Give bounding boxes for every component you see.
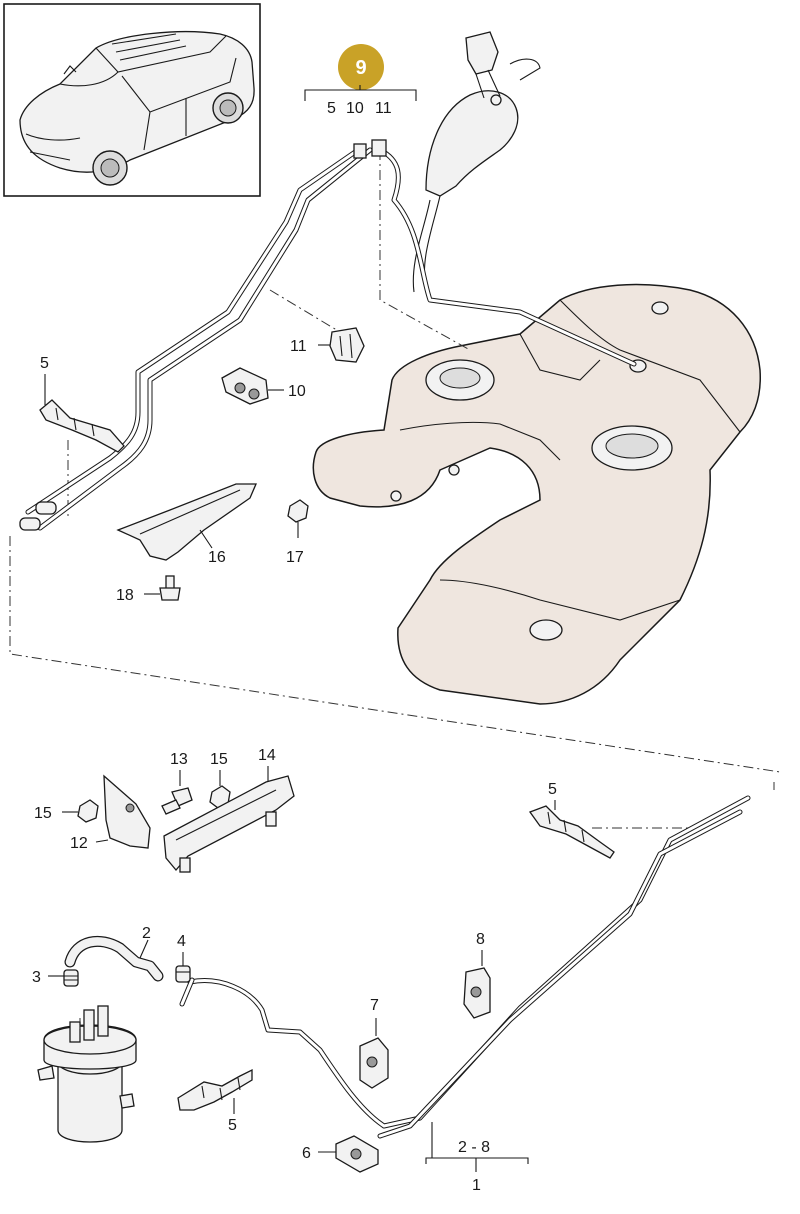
car-thumbnail-icon [3,3,261,197]
hose-2 [64,935,164,982]
pipe-holder-7 [359,1037,389,1089]
pipe-clip-11 [329,327,365,363]
bottom-bracket [425,1157,529,1172]
heat-shield-16 [116,483,257,561]
nut-15-left [77,799,99,823]
pipe-clip-5-bottom [177,1068,253,1111]
top-bracket [304,85,417,101]
callout-5-right: 5 [548,781,557,798]
callout-6: 6 [302,1145,311,1162]
nut-17 [287,499,309,523]
bracket-bottom-range: 2 - 8 [458,1139,490,1156]
callout-17: 17 [286,549,304,566]
bolt-18 [159,575,181,601]
callout-5-bottom: 5 [228,1117,237,1134]
callout-12: 12 [70,835,88,852]
bracket-top-number-10: 10 [346,100,364,117]
hose-clamp-3 [63,969,79,987]
part-badge[interactable]: 9 [338,44,384,90]
callout-5-top: 5 [40,355,49,372]
fuel-tank-icon [312,283,761,705]
callout-4: 4 [177,933,186,950]
top-fuel-lines [19,139,637,531]
callout-16: 16 [208,549,226,566]
callout-11: 11 [290,338,307,355]
bracket-12 [103,774,151,849]
fuel-filter-icon [37,1005,137,1143]
pipe-holder-6 [335,1135,379,1173]
callout-2: 2 [142,925,151,942]
badge-label: 9 [355,57,366,79]
callout-7: 7 [370,997,379,1014]
callout-8: 8 [476,931,485,948]
bottom-fuel-lines [179,795,751,1139]
callout-15-left: 15 [34,805,52,822]
bracket-top-number-5: 5 [327,100,336,117]
bolt-13 [161,787,193,815]
callout-14: 14 [258,747,276,764]
pipe-clip-icon [39,399,125,453]
bracket-bottom-main: 1 [472,1177,481,1194]
pipe-clip-5-right [528,805,615,859]
callout-13: 13 [170,751,188,768]
callout-3: 3 [32,969,41,986]
callout-15-right: 15 [210,751,228,768]
heat-shield-rail-14 [163,775,295,873]
callout-18: 18 [116,587,134,604]
bracket-top-number-11: 11 [375,100,392,117]
filler-neck [412,31,541,293]
pipe-holder-10 [221,367,269,405]
pipe-holder-8 [463,967,491,1019]
hose-clamp-4 [175,965,191,983]
callout-10: 10 [288,383,306,400]
